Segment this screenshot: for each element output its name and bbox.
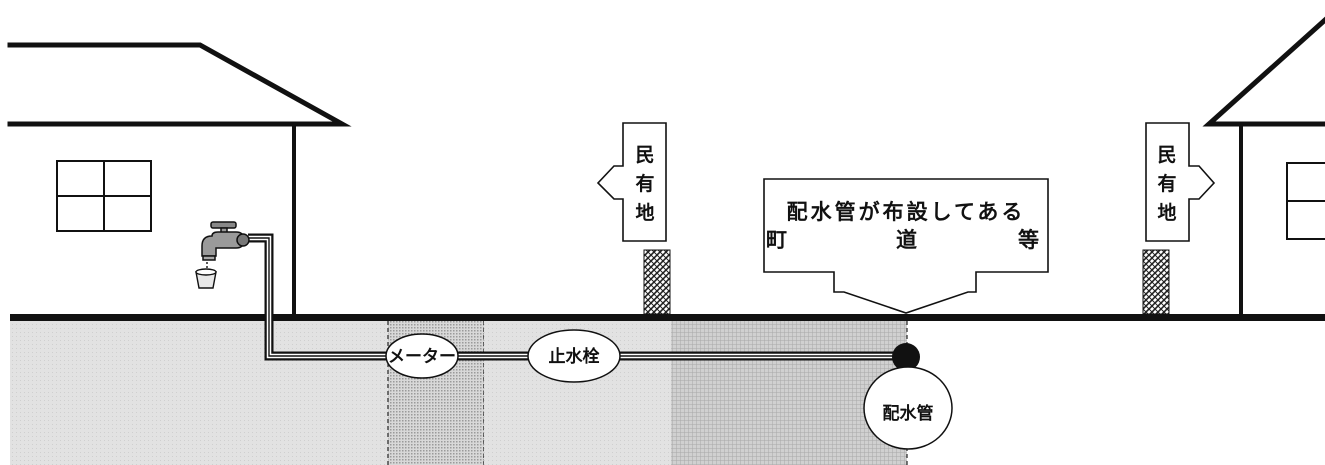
- private-land-left-char-1: 民: [635, 144, 654, 166]
- private-land-underground-left: [10, 321, 388, 465]
- main-pipe-callout: 配水管: [863, 366, 953, 450]
- main-pipe-label: 配水管: [883, 403, 934, 424]
- road-callout-line2-left: 町: [766, 228, 790, 252]
- private-land-sign-left: 民 有 地: [596, 122, 667, 242]
- private-land-right-char-3: 地: [1157, 201, 1176, 224]
- left-house-window: [56, 160, 152, 232]
- right-house-window: [1286, 162, 1325, 240]
- left-house: [7, 42, 352, 316]
- boundary-post-right: [1142, 249, 1170, 315]
- meter-label: メーター: [388, 347, 456, 367]
- private-land-left-char-3: 地: [635, 201, 654, 224]
- road-callout-line2-mid: 道: [896, 228, 920, 252]
- meter-oval: メーター: [385, 333, 459, 379]
- road-callout: 配水管が布設してある 町 道 等: [763, 178, 1049, 314]
- private-land-sign-right: 民 有 地: [1145, 122, 1216, 242]
- boundary-post-left: [643, 249, 671, 315]
- private-land-left-char-2: 有: [635, 172, 654, 195]
- road-callout-line1: 配水管が布設してある: [787, 200, 1026, 224]
- right-house: [1202, 16, 1325, 316]
- private-land-right-char-2: 有: [1157, 172, 1176, 195]
- cup-icon: [195, 262, 217, 289]
- main-pipe-cross-section: [892, 343, 920, 371]
- faucet-icon: [201, 221, 250, 261]
- stopcock-oval: 止水栓: [527, 329, 621, 383]
- road-callout-line2-right: 等: [1018, 228, 1042, 252]
- private-land-right-char-1: 民: [1157, 144, 1176, 166]
- stopcock-label: 止水栓: [549, 346, 600, 367]
- ground-line: [10, 314, 1325, 321]
